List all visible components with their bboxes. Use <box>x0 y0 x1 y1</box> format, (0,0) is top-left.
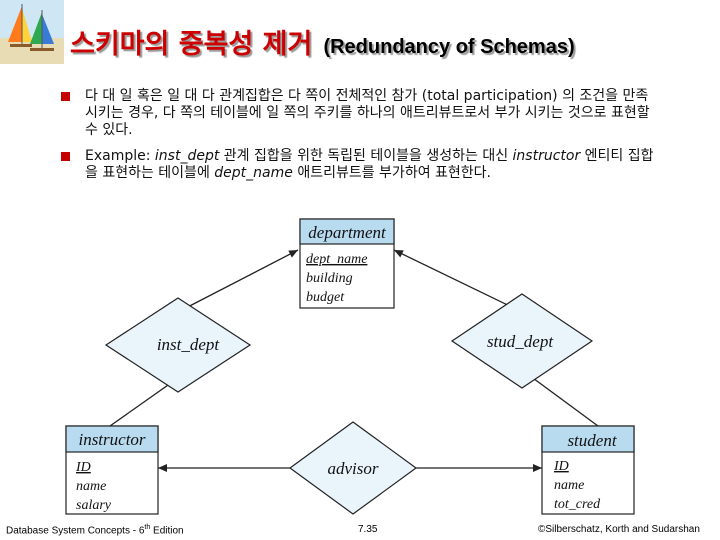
title-english: (Redundancy of Schemas) <box>323 36 575 58</box>
footer-superscript: th <box>144 524 151 531</box>
slide-title: 스키마의 중복성 제거 (Redundancy of Schemas) <box>70 22 575 61</box>
entity-attribute: building <box>306 271 353 286</box>
bullet-text: 엔티티 집합을 표현하는 테이블에 <box>85 148 654 181</box>
entity-attribute: name <box>554 478 584 493</box>
footer-text: Database System Concepts - 6 <box>6 525 145 537</box>
entity-attribute: ID <box>553 459 569 474</box>
term-instructor: instructor <box>512 148 581 164</box>
footer-copyright: ©Silberschatz, Korth and Sudarshan <box>538 524 700 535</box>
relationship-advisor: advisor <box>288 421 418 515</box>
bullet-item: 다 대 일 혹은 일 대 다 관계집합은 다 쪽이 전체적인 참가 (total… <box>60 88 660 139</box>
title-korean: 스키마의 중복성 제거 <box>70 29 313 60</box>
bullet-text: 관계 집합을 위한 독립된 테이블을 생성하는 대신 <box>219 148 513 164</box>
relationship-name: advisor <box>328 459 379 478</box>
term-inst-dept: inst_dept <box>154 148 220 164</box>
relationship-name: inst_dept <box>157 335 221 354</box>
entity-name: department <box>308 223 387 242</box>
entity-attribute: ID <box>75 460 91 475</box>
footer-book-title: Database System Concepts - 6th Edition <box>6 524 184 536</box>
square-bullet-icon <box>61 92 70 101</box>
bullet-item: Example: inst_dept 관계 집합을 위한 독립된 테이블을 생성… <box>60 148 660 182</box>
square-bullet-icon <box>61 152 70 161</box>
relationship-stud-dept: stud_dept <box>450 293 594 389</box>
entity-attribute: dept_name <box>306 252 367 267</box>
entity-student: student ID name tot_cred <box>541 425 635 515</box>
footer-text: Edition <box>150 525 184 537</box>
bullet-text: 다 대 일 혹은 일 대 다 관계집합은 다 쪽이 전체적인 참가 (total… <box>85 88 650 138</box>
bullet-text: 애트리뷰트를 부가하여 표현한다. <box>292 165 491 181</box>
term-dept-name: dept_name <box>214 165 293 181</box>
entity-name: instructor <box>78 430 145 449</box>
entity-attribute: salary <box>76 498 112 513</box>
entity-attribute: budget <box>306 290 345 305</box>
entity-instructor: instructor ID name salary <box>65 425 159 515</box>
relationship-inst-dept: inst_dept <box>104 297 252 393</box>
line-stud-dept-to-department <box>393 249 523 313</box>
line-instructor-to-inst-dept <box>109 377 179 427</box>
connector-lines <box>109 249 599 472</box>
footer-page-number: 7.35 <box>358 524 378 535</box>
entity-attribute: name <box>76 479 106 494</box>
entity-name: student <box>567 431 617 450</box>
bullet-prefix: Example: <box>85 148 155 164</box>
relationship-name: stud_dept <box>487 332 554 351</box>
line-inst-dept-to-department <box>177 249 299 313</box>
bullet-list: 다 대 일 혹은 일 대 다 관계집합은 다 쪽이 전체적인 참가 (total… <box>60 88 660 191</box>
sailboat-logo-icon <box>0 0 64 64</box>
entity-attribute: tot_cred <box>554 497 601 512</box>
entity-department: department dept_name building budget <box>299 218 395 309</box>
